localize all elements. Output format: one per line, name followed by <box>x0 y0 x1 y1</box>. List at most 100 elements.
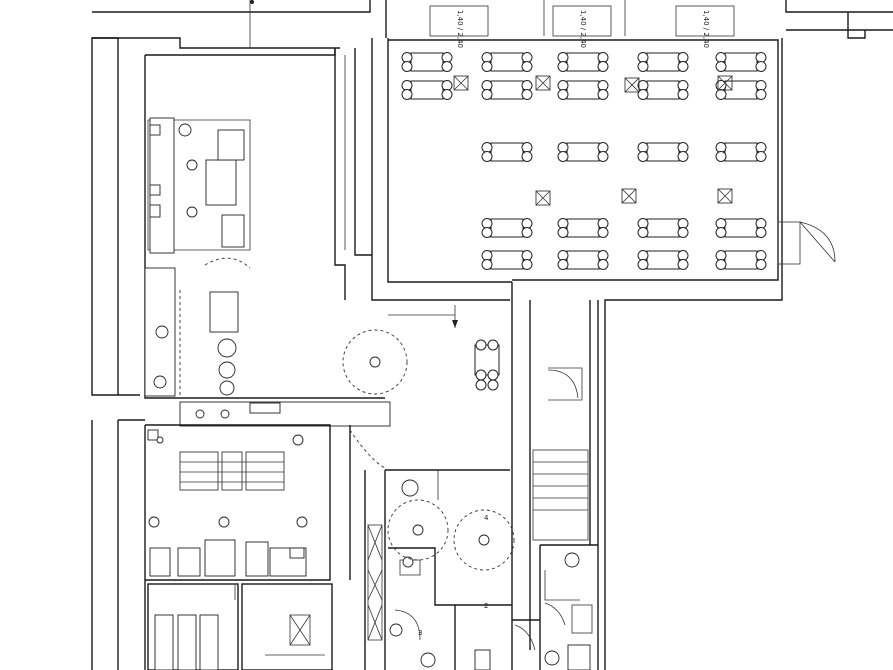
chair <box>481 227 493 238</box>
dining-table <box>481 80 533 100</box>
dining-table <box>715 80 767 100</box>
chair <box>521 151 533 162</box>
dining-table <box>401 80 453 100</box>
chair <box>557 259 569 270</box>
dining-table <box>557 142 609 162</box>
chair <box>401 89 413 100</box>
window-dimension-1: 1,40 / 2,40 <box>456 10 464 48</box>
exterior-walls <box>91 0 893 670</box>
chair <box>715 227 727 238</box>
service-station-mark <box>453 75 469 91</box>
service-station <box>717 188 733 204</box>
dining-tables <box>401 52 767 270</box>
dining-table <box>481 142 533 162</box>
chair <box>481 61 493 72</box>
chair <box>677 227 689 238</box>
chair <box>521 259 533 270</box>
chair <box>715 61 727 72</box>
room-number: 3 <box>418 629 422 637</box>
chair <box>521 61 533 72</box>
service-station <box>535 75 551 91</box>
chair <box>637 89 649 100</box>
kitchen-area <box>144 48 385 399</box>
chair <box>597 151 609 162</box>
service-station-mark <box>535 75 551 91</box>
table-small-4 <box>474 339 500 391</box>
chair <box>715 151 727 162</box>
stair-arrow <box>388 305 458 328</box>
service-station-mark <box>717 188 733 204</box>
standing-table-2 <box>387 499 449 561</box>
cold-storage <box>147 583 333 670</box>
chair <box>441 89 453 100</box>
chair <box>441 61 453 72</box>
bar-counter <box>179 401 391 427</box>
dining-table <box>557 52 609 72</box>
chair <box>597 259 609 270</box>
chair <box>481 259 493 270</box>
window-dimension-2: 1,40 / 2,40 <box>579 10 587 48</box>
service-station-mark <box>717 75 733 91</box>
dining-table <box>637 250 689 270</box>
dining-table <box>715 52 767 72</box>
chair <box>715 259 727 270</box>
dining-table <box>481 218 533 238</box>
chair <box>755 61 767 72</box>
chair <box>637 61 649 72</box>
service-station <box>621 188 637 204</box>
service-station-mark <box>621 188 637 204</box>
chair <box>597 227 609 238</box>
chair <box>637 227 649 238</box>
chair <box>637 151 649 162</box>
stairwell <box>511 282 591 670</box>
dining-table <box>481 250 533 270</box>
standing-table-1 <box>342 329 408 395</box>
chair <box>755 259 767 270</box>
dining-table <box>715 250 767 270</box>
entry-door <box>777 221 836 265</box>
stair-steps <box>532 449 589 541</box>
dining-hall <box>388 39 779 281</box>
chair <box>481 151 493 162</box>
room-number-labels: 4 2 3 <box>418 514 489 637</box>
dining-table <box>637 52 689 72</box>
chair <box>557 89 569 100</box>
chair <box>557 151 569 162</box>
chair <box>677 89 689 100</box>
prep-room <box>144 424 386 670</box>
window-dimension-3: 1,40 / 2,40 <box>702 10 710 48</box>
chair <box>557 61 569 72</box>
dining-table <box>637 142 689 162</box>
chair <box>521 89 533 100</box>
chair <box>401 61 413 72</box>
dining-table <box>637 218 689 238</box>
service-station-mark <box>535 190 551 206</box>
chair <box>677 61 689 72</box>
chair <box>755 227 767 238</box>
chair <box>755 151 767 162</box>
corridor-walls <box>334 38 512 301</box>
dining-table <box>715 142 767 162</box>
chair <box>557 227 569 238</box>
dining-table <box>637 80 689 100</box>
standing-table-3 <box>453 509 515 571</box>
chair <box>677 259 689 270</box>
chair <box>677 151 689 162</box>
dining-table <box>557 80 609 100</box>
dining-table <box>557 250 609 270</box>
dining-table <box>401 52 453 72</box>
chair <box>481 89 493 100</box>
chair <box>597 89 609 100</box>
service-station-mark <box>624 77 640 93</box>
chair <box>597 61 609 72</box>
dining-table <box>715 218 767 238</box>
dining-table <box>557 218 609 238</box>
service-station <box>717 75 733 91</box>
chair <box>637 259 649 270</box>
dining-table <box>481 52 533 72</box>
chair <box>715 89 727 100</box>
service-station <box>453 75 469 91</box>
top-windows: 1,40 / 2,40 1,40 / 2,40 1,40 / 2,40 <box>249 0 735 48</box>
service-station <box>535 190 551 206</box>
